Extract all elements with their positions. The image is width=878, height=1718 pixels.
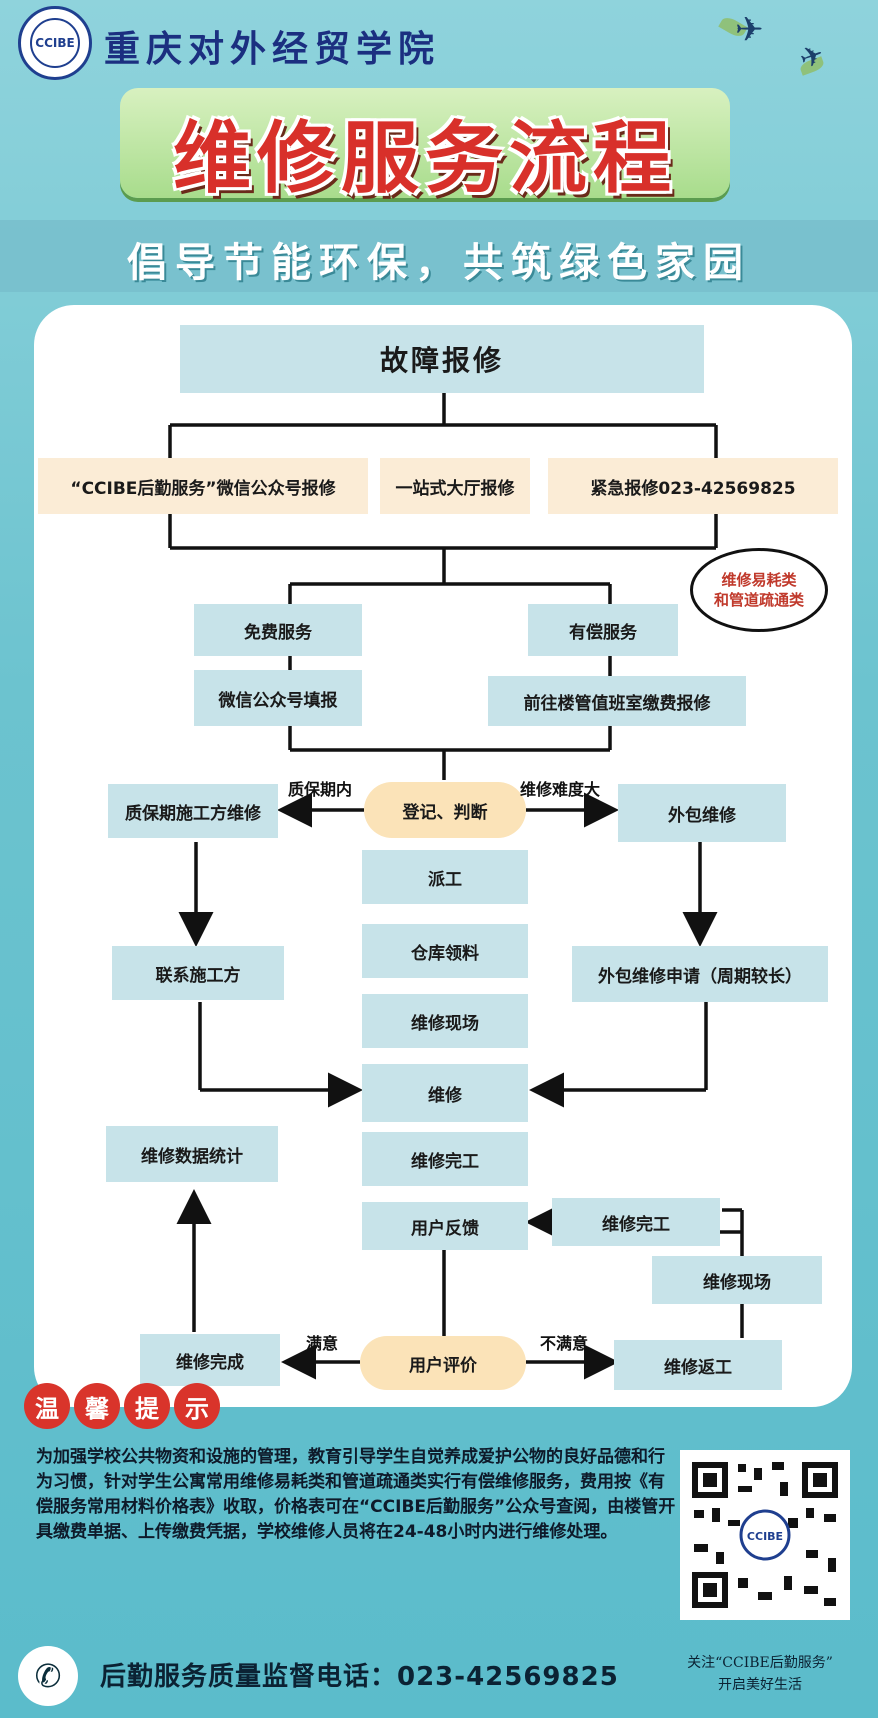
school-logo: CCIBE bbox=[18, 6, 92, 80]
step-warehouse: 仓库领料 bbox=[362, 924, 528, 978]
bubble-line-2: 和管道疏通类 bbox=[713, 591, 804, 609]
step-complete: 维修完工 bbox=[362, 1132, 528, 1186]
return-site-box: 维修现场 bbox=[652, 1256, 822, 1304]
bubble-line-1: 维修易耗类 bbox=[721, 571, 797, 589]
note-bubble: 维修易耗类 和管道疏通类 bbox=[690, 548, 828, 632]
free-report-box: 微信公众号填报 bbox=[194, 670, 362, 726]
swallow-icon: ✈ bbox=[735, 10, 764, 50]
free-service-box: 免费服务 bbox=[194, 604, 362, 656]
register-judge: 登记、判断 bbox=[364, 782, 526, 838]
tip-char-1: 温 bbox=[24, 1383, 70, 1429]
label-warranty: 质保期内 bbox=[288, 780, 353, 799]
complete-box: 维修完成 bbox=[140, 1334, 280, 1386]
fault-report-box: 故障报修 bbox=[180, 325, 704, 393]
tip-char-3: 提 bbox=[124, 1383, 170, 1429]
return-complete-box: 维修完工 bbox=[552, 1198, 720, 1246]
slogan: 倡导节能环保，共筑绿色家园 bbox=[127, 239, 751, 286]
tip-char-2: 馨 bbox=[74, 1383, 120, 1429]
school-name: 重庆对外经贸学院 bbox=[104, 28, 441, 70]
warranty-repair-box: 质保期施工方维修 bbox=[108, 784, 278, 838]
label-satisfied: 满意 bbox=[306, 1334, 339, 1353]
outsource-box: 外包维修 bbox=[618, 784, 786, 842]
logo-text: CCIBE bbox=[35, 36, 75, 50]
qr-logo-text: CCIBE bbox=[747, 1530, 783, 1543]
tip-char-4: 示 bbox=[174, 1383, 220, 1429]
qr-code: CCIBE bbox=[680, 1450, 850, 1620]
channel-wechat: “CCIBE后勤服务”微信公众号报修 bbox=[38, 458, 368, 514]
title-banner bbox=[120, 88, 730, 198]
label-difficult: 维修难度大 bbox=[520, 780, 601, 799]
contact-builder-box: 联系施工方 bbox=[112, 946, 284, 1000]
step-feedback: 用户反馈 bbox=[362, 1202, 528, 1250]
rework-box: 维修返工 bbox=[614, 1340, 782, 1390]
step-site: 维修现场 bbox=[362, 994, 528, 1048]
tip-text: 为加强学校公共物资和设施的管理，教育引导学生自觉养成爱护公物的良好品德和行为习惯… bbox=[36, 1447, 676, 1542]
paid-service-box: 有偿服务 bbox=[528, 604, 678, 656]
channel-hall: 一站式大厅报修 bbox=[380, 458, 530, 514]
phone-icon: ✆ bbox=[18, 1646, 78, 1706]
follow-line-2: 开启美好生活 bbox=[718, 1677, 802, 1693]
paid-pay-box: 前往楼管值班室缴费报修 bbox=[488, 676, 746, 726]
follow-text: 关注“CCIBE后勤服务” 开启美好生活 bbox=[660, 1652, 860, 1696]
slogan-band bbox=[0, 220, 878, 292]
page-title: 维修服务流程 bbox=[172, 114, 677, 204]
step-repair: 维修 bbox=[362, 1064, 528, 1122]
user-evaluate: 用户评价 bbox=[360, 1336, 526, 1390]
stats-box: 维修数据统计 bbox=[106, 1126, 278, 1182]
outsource-apply-box: 外包维修申请（周期较长） bbox=[572, 946, 828, 1002]
hotline-text: 后勤服务质量监督电话：023-42569825 bbox=[100, 1662, 619, 1692]
channel-emergency: 紧急报修023-42569825 bbox=[548, 458, 838, 514]
follow-line-1: 关注“CCIBE后勤服务” bbox=[687, 1655, 833, 1671]
qr-pattern: CCIBE bbox=[688, 1458, 842, 1612]
label-unsatisfied: 不满意 bbox=[540, 1334, 589, 1353]
step-dispatch: 派工 bbox=[362, 850, 528, 904]
